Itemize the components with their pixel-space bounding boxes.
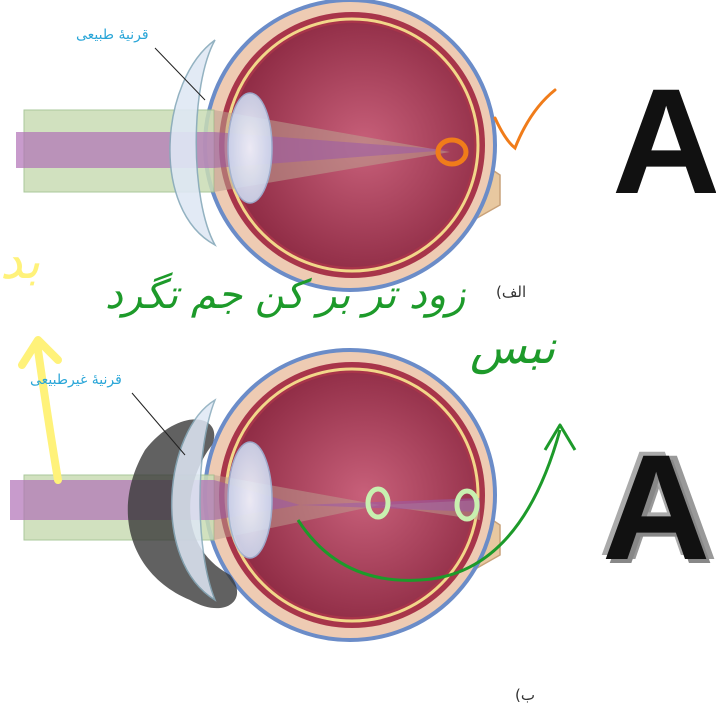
normal-cornea-label: قرنیهٔ طبیعی xyxy=(76,27,149,43)
green-arrow-head xyxy=(545,425,575,450)
yellow-annotation xyxy=(22,340,58,480)
green-handwritten-note: زود تر بر کن جم تگرد xyxy=(105,272,465,318)
sharp-letter-a: A xyxy=(612,66,716,216)
abnormal-cornea-label: قرنیهٔ غیرطبیعی xyxy=(30,372,122,388)
panel-label-a: الف) xyxy=(496,283,526,301)
yellow-arrow xyxy=(38,350,58,480)
green-handwritten-note-2: نبس xyxy=(470,320,555,374)
panel-label-b: ب) xyxy=(515,686,535,704)
normal-eye xyxy=(16,0,555,290)
lens xyxy=(228,442,272,558)
abnormal-eye xyxy=(10,350,575,640)
yellow-handwritten-note: بد xyxy=(0,232,40,290)
blurred-letter-a: A xyxy=(602,432,710,582)
lens xyxy=(228,93,272,203)
check-mark xyxy=(495,90,555,148)
